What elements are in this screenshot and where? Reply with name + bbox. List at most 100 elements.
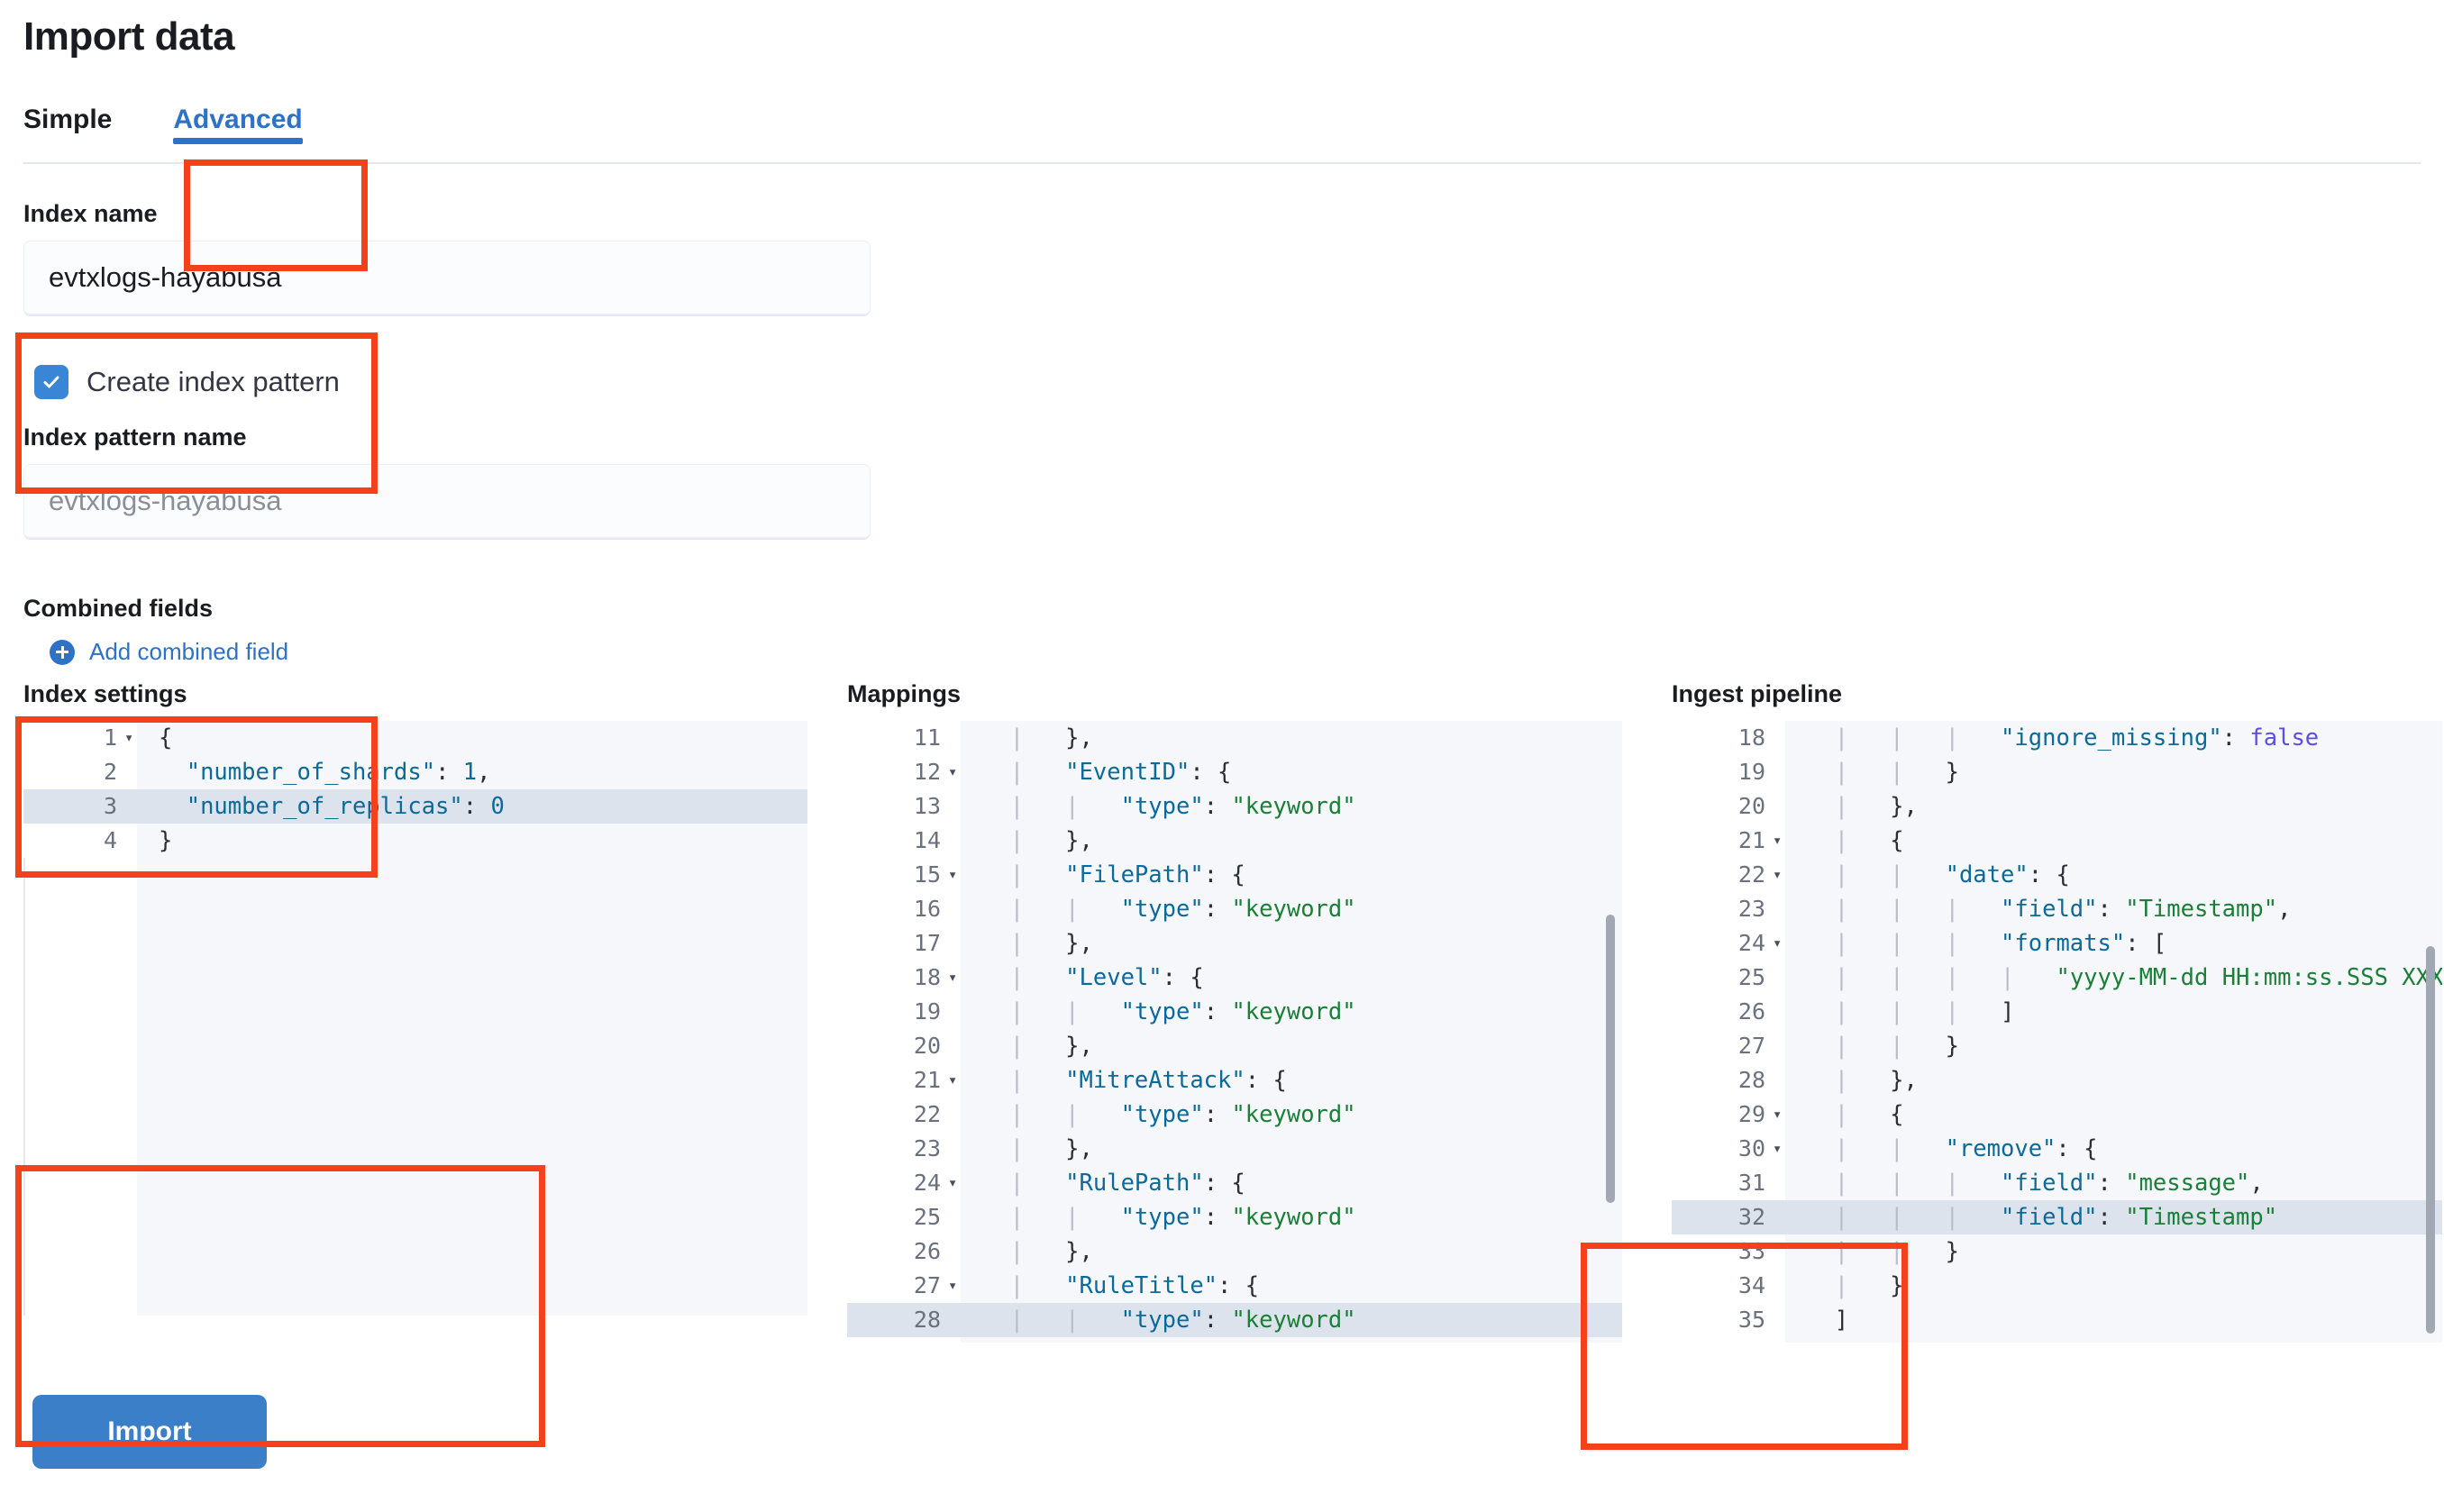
create-index-pattern-row[interactable]: Create index pattern bbox=[34, 365, 340, 399]
code-text: | | } bbox=[1834, 759, 1959, 786]
fold-arrow-icon[interactable]: ▾ bbox=[1773, 832, 1783, 850]
code-line[interactable]: 21▾ | { bbox=[1672, 824, 2442, 858]
import-button[interactable]: Import bbox=[32, 1395, 267, 1469]
fold-arrow-icon[interactable]: ▾ bbox=[1773, 934, 1783, 952]
code-line[interactable]: 14 | }, bbox=[847, 824, 1622, 858]
code-line[interactable]: 27 ▾ | "RuleTitle": { bbox=[847, 1269, 1622, 1303]
index-settings-editor[interactable]: 1▾{2 "number_of_shards": 1,3 "number_of_… bbox=[23, 721, 807, 1316]
create-index-pattern-checkbox[interactable] bbox=[34, 365, 68, 399]
code-line[interactable]: 20 | }, bbox=[1672, 789, 2442, 824]
line-number: 3 bbox=[23, 789, 117, 824]
line-number: 27 bbox=[847, 1269, 941, 1303]
code-line[interactable]: 22 | | "type": "keyword" bbox=[847, 1098, 1622, 1132]
code-line[interactable]: 24▾ | "RulePath": { bbox=[847, 1166, 1622, 1200]
fold-arrow-icon[interactable]: ▾ bbox=[948, 866, 958, 884]
fold-arrow-icon[interactable]: ▾ bbox=[1773, 866, 1783, 884]
tab-bar: Simple Advanced bbox=[23, 99, 335, 155]
line-number: 15 bbox=[847, 858, 941, 892]
code-text: | }, bbox=[1009, 1135, 1093, 1162]
code-line[interactable]: 20 | }, bbox=[847, 1029, 1622, 1063]
line-number: 14 bbox=[847, 824, 941, 858]
code-line[interactable]: 25 | | "type": "keyword" bbox=[847, 1200, 1622, 1234]
code-line[interactable]: 34 | } bbox=[1672, 1269, 2442, 1303]
code-line[interactable]: 19 | | } bbox=[1672, 755, 2442, 789]
code-text: | | "date": { bbox=[1834, 861, 2070, 888]
mappings-editor[interactable]: 11 | },12▾ | "EventID": {13 | | "type": … bbox=[847, 721, 1622, 1343]
code-line[interactable]: 19 | | "type": "keyword" bbox=[847, 995, 1622, 1029]
code-line[interactable]: 11 | }, bbox=[847, 721, 1622, 755]
code-line[interactable]: 12▾ | "EventID": { bbox=[847, 755, 1622, 789]
code-line[interactable]: 18▾ | "Level": { bbox=[847, 961, 1622, 995]
code-line[interactable]: 29▾ | { bbox=[1672, 1098, 2442, 1132]
code-text: | "EventID": { bbox=[1009, 759, 1232, 786]
code-line[interactable]: 23 | }, bbox=[847, 1132, 1622, 1166]
fold-arrow-icon[interactable]: ▾ bbox=[948, 1071, 958, 1089]
code-text: | }, bbox=[1834, 793, 1918, 820]
code-line[interactable]: 21▾ | "MitreAttack": { bbox=[847, 1063, 1622, 1098]
mappings-code[interactable]: 11 | },12▾ | "EventID": {13 | | "type": … bbox=[847, 721, 1622, 1343]
ingest-pipeline-scrollbar[interactable] bbox=[2426, 946, 2435, 1334]
line-number: 24 bbox=[1672, 926, 1765, 961]
code-line[interactable]: 29 | }, bbox=[847, 1337, 1622, 1343]
code-line[interactable]: 35 ] bbox=[1672, 1303, 2442, 1337]
line-number: 27 bbox=[1672, 1029, 1765, 1063]
code-line[interactable]: 13 | | "type": "keyword" bbox=[847, 789, 1622, 824]
code-line[interactable]: 3 "number_of_replicas": 0 bbox=[23, 789, 807, 824]
code-line[interactable]: 23 | | | "field": "Timestamp", bbox=[1672, 892, 2442, 926]
index-settings-code[interactable]: 1▾{2 "number_of_shards": 1,3 "number_of_… bbox=[23, 721, 807, 858]
page-title: Import data bbox=[23, 14, 235, 59]
create-index-pattern-label: Create index pattern bbox=[87, 366, 340, 397]
code-line[interactable]: 22▾ | | "date": { bbox=[1672, 858, 2442, 892]
code-line[interactable]: 28 | }, bbox=[1672, 1063, 2442, 1098]
code-line[interactable]: 32 | | | "field": "Timestamp" bbox=[1672, 1200, 2442, 1234]
code-line[interactable]: 4} bbox=[23, 824, 807, 858]
code-text: | | "type": "keyword" bbox=[1009, 998, 1356, 1025]
code-text: | | | "formats": [ bbox=[1834, 930, 2167, 957]
add-combined-field-button[interactable]: Add combined field bbox=[50, 638, 288, 666]
index-pattern-name-input[interactable] bbox=[23, 464, 871, 540]
fold-arrow-icon[interactable]: ▾ bbox=[948, 969, 958, 987]
code-line[interactable]: 31 | | | "field": "message", bbox=[1672, 1166, 2442, 1200]
code-line[interactable]: 33 | | } bbox=[1672, 1234, 2442, 1269]
line-number: 19 bbox=[1672, 755, 1765, 789]
tab-advanced[interactable]: Advanced bbox=[141, 99, 334, 155]
code-line[interactable]: 24 ▾ | | | "formats": [ bbox=[1672, 926, 2442, 961]
code-line[interactable]: 18 | | | "ignore_missing": false bbox=[1672, 721, 2442, 755]
line-number: 23 bbox=[1672, 892, 1765, 926]
code-line[interactable]: 16 | | "type": "keyword" bbox=[847, 892, 1622, 926]
code-line[interactable]: 17 | }, bbox=[847, 926, 1622, 961]
fold-arrow-icon[interactable]: ▾ bbox=[124, 729, 134, 747]
code-line[interactable]: 26 | | | ] bbox=[1672, 995, 2442, 1029]
code-text: | }, bbox=[1009, 1238, 1093, 1265]
fold-arrow-icon[interactable]: ▾ bbox=[1773, 1140, 1783, 1158]
code-line[interactable]: 2 "number_of_shards": 1, bbox=[23, 755, 807, 789]
mappings-scrollbar[interactable] bbox=[1606, 915, 1615, 1203]
fold-arrow-icon[interactable]: ▾ bbox=[948, 1174, 958, 1192]
code-line[interactable]: 30▾ | | "remove": { bbox=[1672, 1132, 2442, 1166]
code-line[interactable]: 1▾{ bbox=[23, 721, 807, 755]
line-number: 29 bbox=[1672, 1098, 1765, 1132]
line-number: 20 bbox=[847, 1029, 941, 1063]
code-text: | | "type": "keyword" bbox=[1009, 793, 1356, 820]
code-line[interactable]: 15▾ | "FilePath": { bbox=[847, 858, 1622, 892]
code-text: | | | "ignore_missing": false bbox=[1834, 724, 2320, 751]
code-line[interactable]: 28 | | "type": "keyword" bbox=[847, 1303, 1622, 1337]
index-name-input[interactable] bbox=[23, 241, 871, 316]
code-line[interactable]: 25 | | | | "yyyy-MM-dd HH:mm:ss.SSS XXX" bbox=[1672, 961, 2442, 995]
code-text: | | | "field": "Timestamp" bbox=[1834, 1204, 2278, 1231]
index-name-group: Index name bbox=[23, 200, 871, 316]
code-text: | { bbox=[1834, 827, 1904, 854]
code-text: "number_of_shards": 1, bbox=[186, 759, 491, 786]
code-line[interactable]: 36} bbox=[1672, 1337, 2442, 1343]
code-line[interactable]: 26 | }, bbox=[847, 1234, 1622, 1269]
code-text: | }, bbox=[1009, 930, 1093, 957]
code-text: | "RuleTitle": { bbox=[1009, 1272, 1260, 1299]
fold-arrow-icon[interactable]: ▾ bbox=[1773, 1106, 1783, 1124]
fold-arrow-icon[interactable]: ▾ bbox=[948, 1277, 958, 1295]
code-line[interactable]: 27 | | } bbox=[1672, 1029, 2442, 1063]
tab-simple[interactable]: Simple bbox=[23, 105, 113, 134]
line-number: 26 bbox=[1672, 995, 1765, 1029]
fold-arrow-icon[interactable]: ▾ bbox=[948, 763, 958, 781]
